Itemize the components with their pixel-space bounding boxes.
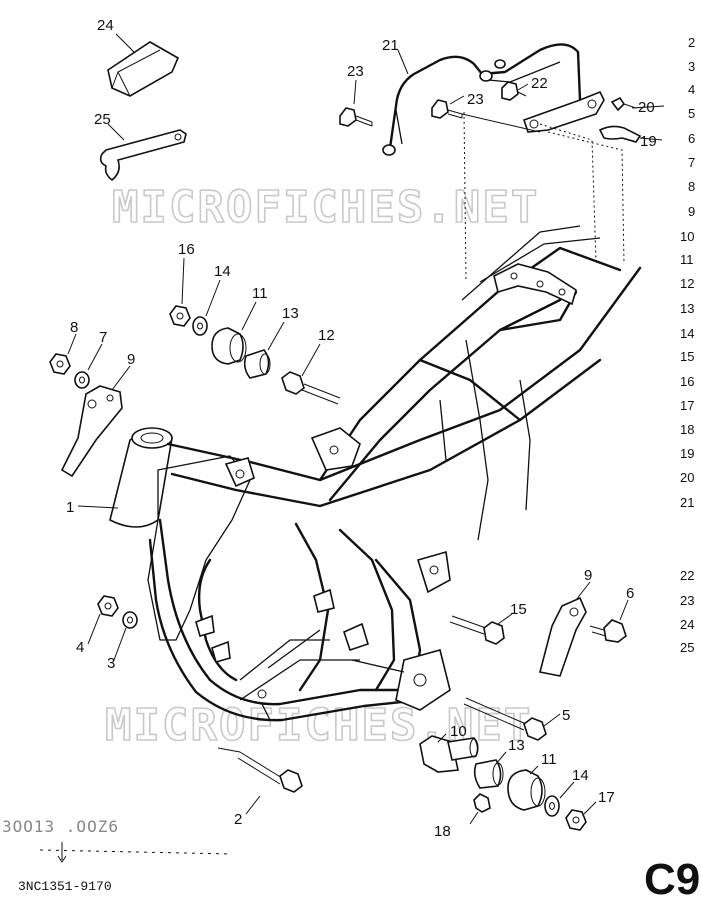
callout-18: 18 [434, 823, 451, 840]
part-14-washer-bottom [544, 795, 560, 817]
index-number: 9 [688, 204, 695, 219]
callout-14-top: 14 [214, 263, 231, 280]
part-5-bolt [463, 697, 547, 741]
part-rear-bracket [522, 90, 605, 133]
part-22-bolt [501, 81, 527, 101]
index-number: 19 [680, 446, 694, 461]
part-13-collar-bottom [473, 759, 504, 789]
part-20-screw [610, 96, 637, 112]
part-16-nut [169, 305, 191, 327]
part-3-washer [122, 611, 138, 629]
callout-labels: 24 25 21 23 23 22 20 19 16 14 11 13 12 8… [66, 17, 657, 840]
leader-lines [67, 33, 665, 825]
callout-9-left: 9 [127, 351, 135, 368]
index-number: 5 [688, 106, 695, 121]
index-number: 15 [680, 349, 694, 364]
callout-7: 7 [99, 329, 107, 346]
callout-16: 16 [178, 241, 195, 258]
part-code: 3NC1351-9170 [18, 879, 112, 894]
index-column: 2 3 4 5 6 7 8 9 10 11 12 13 14 15 16 17 … [680, 35, 695, 655]
part-9-plate-left [60, 385, 123, 478]
callout-15: 15 [510, 601, 527, 618]
callout-22: 22 [531, 75, 548, 92]
index-number: 12 [680, 276, 694, 291]
index-number: 25 [680, 640, 694, 655]
index-number: 2 [688, 35, 695, 50]
index-number: 8 [688, 179, 695, 194]
index-number: 18 [680, 422, 694, 437]
part-8-nut [49, 353, 71, 375]
part-2-bolt [237, 751, 303, 793]
index-number: 17 [680, 398, 694, 413]
callout-17: 17 [598, 789, 615, 806]
part-15-bolt [449, 615, 505, 645]
part-21-handle [382, 43, 582, 156]
callout-23-right: 23 [467, 91, 484, 108]
footer-arrow-icon [57, 842, 67, 863]
part-10-collar [419, 735, 479, 773]
index-number: 4 [688, 82, 695, 97]
callout-21: 21 [382, 37, 399, 54]
footer-stamp: 3OO13 .OOZ6 [2, 817, 119, 836]
callout-9-right: 9 [584, 567, 592, 584]
footer-dash [39, 849, 233, 855]
callout-10: 10 [450, 723, 467, 740]
page-label: C9 [644, 855, 700, 900]
callout-1: 1 [66, 499, 74, 516]
callout-19: 19 [640, 133, 657, 150]
index-number: 16 [680, 374, 694, 389]
callout-23-left: 23 [347, 63, 364, 80]
callout-24: 24 [97, 17, 114, 34]
part-24-pad [107, 41, 180, 97]
part-13-collar-top [243, 349, 271, 379]
callout-20: 20 [638, 99, 655, 116]
index-number: 24 [680, 617, 694, 632]
part-25-wrench [99, 129, 187, 182]
part-11-bushing-top [211, 327, 247, 365]
index-number: 6 [688, 131, 695, 146]
part-19-clip [598, 125, 642, 143]
callout-13-bottom: 13 [508, 737, 525, 754]
callout-6: 6 [626, 585, 634, 602]
index-number: 3 [688, 59, 695, 74]
part-23-bolt-left [339, 107, 373, 127]
callout-13-top: 13 [282, 305, 299, 322]
index-number: 11 [680, 252, 694, 267]
index-number: 20 [680, 470, 694, 485]
index-number: 22 [680, 568, 694, 583]
part-18-fitting [473, 793, 491, 813]
part-12-bolt [281, 371, 341, 405]
index-number: 21 [680, 495, 694, 510]
part-11-bushing-bottom [507, 769, 546, 811]
part-7-washer [74, 371, 90, 389]
index-number: 10 [680, 229, 694, 244]
callout-11-top: 11 [252, 285, 268, 302]
callout-2: 2 [234, 811, 242, 828]
callout-11-bottom: 11 [541, 751, 557, 768]
callout-25: 25 [94, 111, 111, 128]
callout-4: 4 [76, 639, 84, 656]
index-number: 14 [680, 326, 694, 341]
index-number: 7 [688, 155, 695, 170]
callout-8: 8 [70, 319, 78, 336]
callout-5: 5 [562, 707, 570, 724]
index-number: 23 [680, 593, 694, 608]
part-6-bolt [589, 619, 627, 643]
watermark-top: MICROFICHES.NET [112, 182, 539, 233]
part-9-plate-right [539, 596, 587, 677]
callout-14-bottom: 14 [572, 767, 589, 784]
part-14-washer-top [192, 316, 208, 336]
index-number: 13 [680, 301, 694, 316]
main-frame [109, 225, 642, 722]
callout-3: 3 [107, 655, 115, 672]
callout-12: 12 [318, 327, 335, 344]
part-17-nut [565, 809, 587, 831]
part-4-nut [97, 595, 119, 617]
part-23-bolt-right [431, 99, 463, 119]
